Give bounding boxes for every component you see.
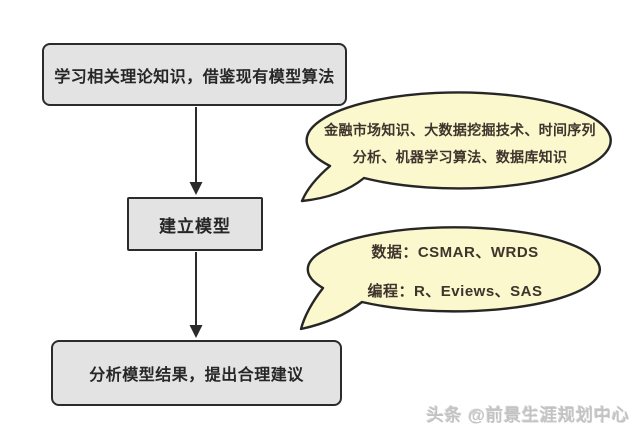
callout-bubble-knowledge (300, 91, 612, 203)
callout-knowledge-text: 金融市场知识、大数据挖掘技术、时间序列 分析、机器学习算法、数据库知识 (300, 117, 620, 171)
callout-tools-text: 数据：CSMAR、WRDS 编程：R、Eviews、SAS (310, 233, 600, 311)
callout-tools-line-1: 数据：CSMAR、WRDS (371, 244, 539, 261)
callout-knowledge-line-2: 分析、机器学习算法、数据库知识 (352, 149, 568, 165)
callout-tools-line-2: 编程：R、Eviews、SAS (367, 283, 543, 300)
callout-knowledge-line-1: 金融市场知识、大数据挖掘技术、时间序列 (324, 122, 596, 138)
flow-step-build-model: 建立模型 (127, 197, 263, 251)
callout-bubble-tools (299, 226, 601, 331)
flow-step-analyze-results-label: 分析模型结果，提出合理建议 (89, 367, 304, 384)
flow-arrow-2-head (189, 325, 203, 338)
flow-step-build-model-label: 建立模型 (159, 216, 231, 236)
flow-step-learn-theory-label: 学习相关理论知识，借鉴现有模型算法 (54, 68, 335, 86)
flow-step-analyze-results: 分析模型结果，提出合理建议 (51, 340, 342, 406)
flow-arrow-1-head (189, 182, 203, 195)
watermark-text: 头条 @前景生涯规划中心 (426, 406, 630, 425)
flow-step-learn-theory: 学习相关理论知识，借鉴现有模型算法 (42, 43, 347, 106)
